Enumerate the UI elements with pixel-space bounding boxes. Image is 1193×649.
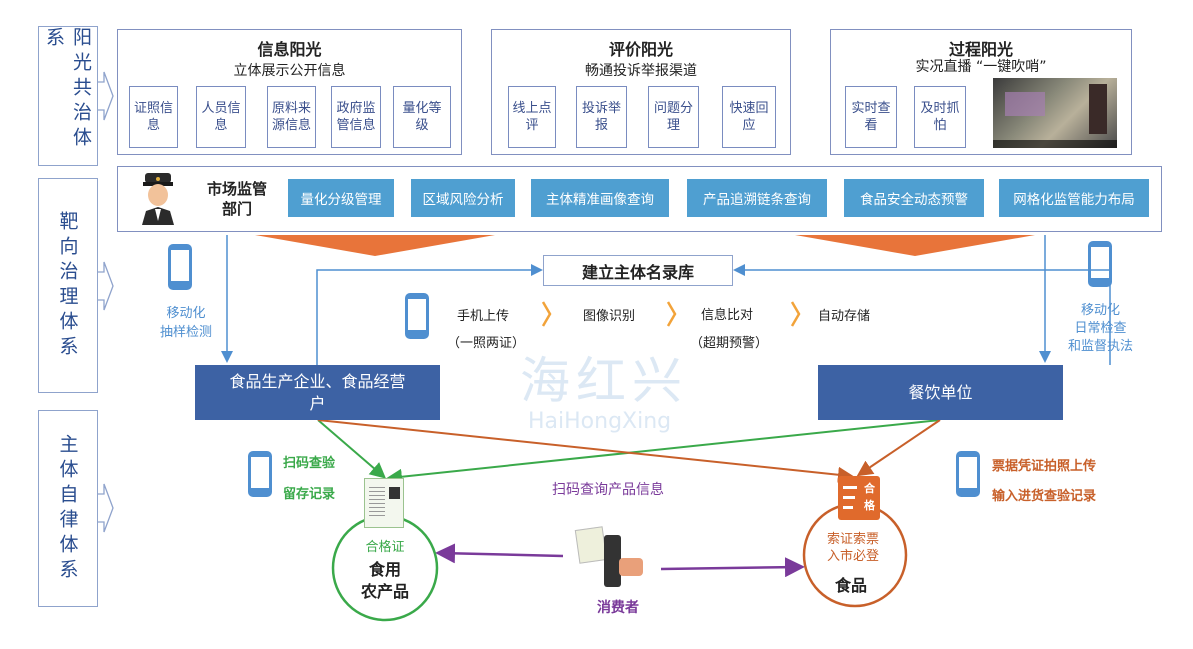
live-video-thumbnail[interactable] (993, 78, 1117, 148)
eval-item: 线上点评 (508, 86, 556, 148)
phone-icon (248, 451, 272, 497)
certificate-icon (364, 478, 404, 528)
certificate-lines (369, 487, 385, 517)
panel-title: 信息阳光 (257, 40, 322, 59)
video-controls[interactable] (993, 140, 1117, 148)
regulator-band: 市场监管部门 量化分级管理 区域风险分析 主体精准画像查询 产品追溯链条查询 食… (117, 166, 1162, 232)
eval-item: 问题分理 (648, 86, 699, 148)
agri-name: 农产品 (360, 582, 409, 601)
officer-icon (142, 173, 174, 225)
right-action: 票据凭证拍照上传 (992, 459, 1097, 474)
function-button[interactable]: 网格化监管能力布局 (999, 179, 1149, 217)
badge-text: 合格 (864, 482, 875, 512)
qualified-badge-icon: 合格 (838, 476, 880, 520)
flow-note: （一照两证） (447, 336, 526, 351)
funnel-right (795, 235, 1035, 256)
hand-icon (619, 558, 643, 576)
process-item: 及时抓怕 (914, 86, 966, 148)
flow-step: 信息比对 (701, 308, 754, 323)
right-mobile-text: 移动化日常检查和监督执法 (1068, 303, 1134, 354)
panel-title: 过程阳光 (948, 40, 1013, 59)
video-scene (1005, 92, 1045, 116)
badge-line (843, 506, 853, 509)
panel-evaluation-sunshine: 评价阳光 畅通投诉举报渠道 线上点评 投诉举报 问题分理 快速回应 (491, 29, 791, 155)
food-note: 索证索票 (827, 532, 880, 547)
left-action: 扫码查验 (283, 456, 336, 471)
badge-line (843, 486, 857, 489)
side-label-sunshine: 阳光共治体系 (38, 26, 98, 166)
food-name: 食品 (835, 576, 868, 595)
function-button[interactable]: 产品追溯链条查询 (687, 179, 827, 217)
side-label-targeted: 靶向治理体系 (38, 178, 98, 393)
producers-box: 食品生产企业、食品经营户 (195, 365, 440, 420)
registry-box: 建立主体名录库 (543, 255, 733, 286)
process-item: 实时查看 (845, 86, 897, 148)
panel-subtitle: 立体展示公开信息 (233, 63, 346, 79)
badge-line (843, 496, 855, 499)
flow-step: 图像识别 (583, 309, 636, 324)
info-item: 量化等级 (393, 86, 451, 148)
receipt-icon (574, 526, 608, 564)
agri-badge: 合格证 (365, 540, 405, 555)
food-note: 入市必登 (827, 549, 880, 564)
eval-item: 快速回应 (722, 86, 776, 148)
info-item: 政府监管信息 (331, 86, 381, 148)
function-button[interactable]: 食品安全动态预警 (844, 179, 984, 217)
funnel-left (255, 235, 495, 256)
info-item: 原料来源信息 (267, 86, 316, 148)
phone-icon (168, 244, 192, 290)
function-button[interactable]: 区域风险分析 (411, 179, 515, 217)
panel-title: 评价阳光 (608, 40, 673, 59)
phone-icon (956, 451, 980, 497)
consumer-label: 消费者 (597, 600, 639, 616)
function-button[interactable]: 主体精准画像查询 (531, 179, 669, 217)
flow-note: （超期预警） (690, 336, 769, 351)
panel-subtitle: 畅通投诉举报渠道 (585, 63, 697, 79)
phone-icon (405, 293, 429, 339)
catering-box: 餐饮单位 (818, 365, 1063, 420)
video-scene-door (1089, 84, 1107, 134)
info-item: 证照信息 (129, 86, 178, 148)
panel-info-sunshine: 信息阳光 立体展示公开信息 证照信息 人员信息 原料来源信息 政府监管信息 量化… (117, 29, 462, 155)
left-action: 留存记录 (283, 487, 336, 502)
side-label-self: 主体自律体系 (38, 410, 98, 607)
panel-subtitle: 实况直播 “一键吹哨” (915, 59, 1047, 75)
scan-query-label: 扫码查询产品信息 (552, 482, 664, 498)
function-button[interactable]: 量化分级管理 (288, 179, 394, 217)
right-action: 输入进货查验记录 (992, 489, 1097, 504)
phone-icon (1088, 241, 1112, 287)
info-item: 人员信息 (196, 86, 246, 148)
regulator-label: 市场监管部门 (206, 180, 267, 218)
flow-chevrons (541, 301, 801, 327)
eval-item: 投诉举报 (576, 86, 627, 148)
side-chevrons (98, 71, 114, 533)
qr-icon (389, 487, 400, 499)
watermark-logo: 海红兴 (520, 352, 688, 410)
flow-step: 自动存储 (818, 309, 871, 324)
flow-step: 手机上传 (457, 309, 510, 324)
left-mobile-text: 移动化抽样检测 (160, 306, 213, 340)
agri-name: 食用 (368, 560, 401, 579)
consumer-phone-icon (604, 535, 621, 587)
watermark-logo-en: HaiHongXing (528, 409, 672, 434)
panel-process-sunshine: 过程阳光 实况直播 “一键吹哨” 实时查看 及时抓怕 (830, 29, 1132, 155)
